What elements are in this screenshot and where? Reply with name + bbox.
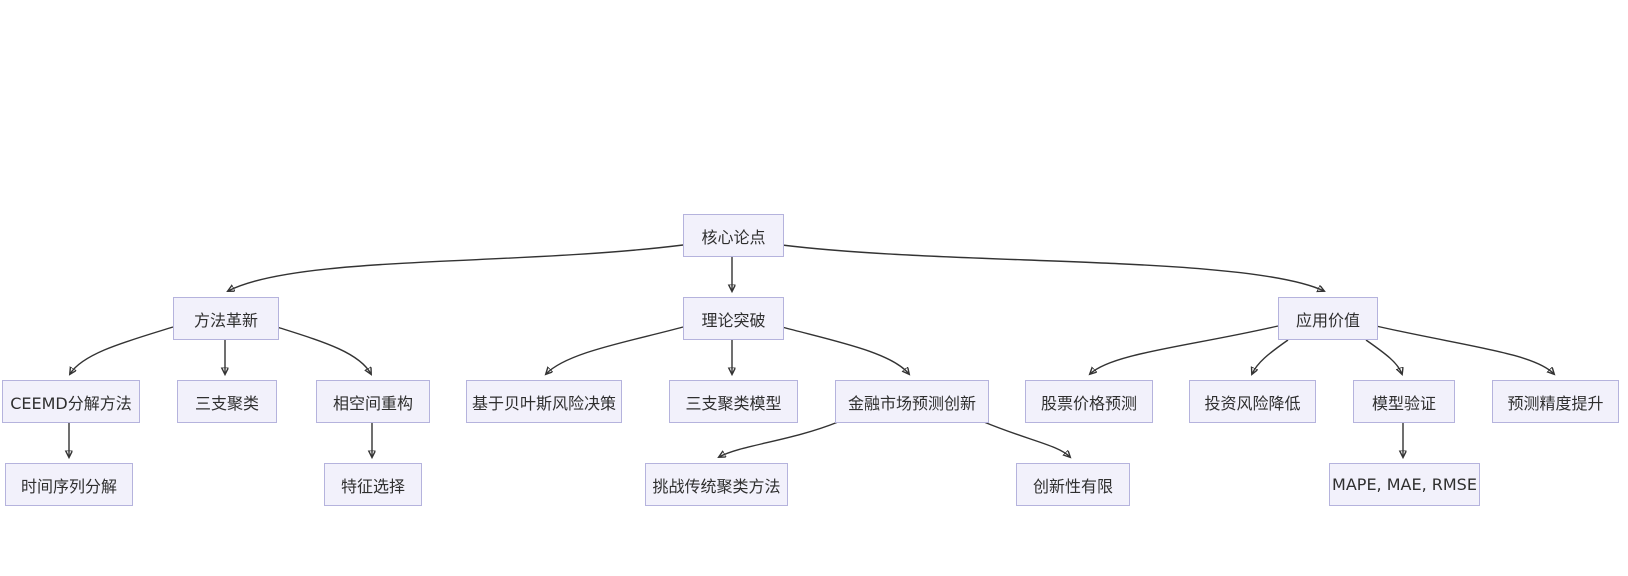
node-ceemd-method: CEEMD分解方法 <box>2 380 140 423</box>
node-forecast-accuracy: 预测精度提升 <box>1492 380 1619 423</box>
edge-market-to-challenge <box>719 421 839 457</box>
node-market-forecast-innovation: 金融市场预测创新 <box>835 380 989 423</box>
node-application-value: 应用价值 <box>1278 297 1378 340</box>
edge-application-to-validation <box>1365 339 1402 374</box>
node-core-thesis: 核心论点 <box>683 214 784 257</box>
edge-application-to-stock <box>1090 325 1279 374</box>
edge-method-to-phase-space <box>276 326 371 374</box>
node-three-way-model: 三支聚类模型 <box>669 380 798 423</box>
edge-market-to-limited <box>983 421 1070 457</box>
node-feature-selection: 特征选择 <box>324 463 422 506</box>
node-error-metrics: MAPE, MAE, RMSE <box>1329 463 1480 506</box>
edge-theory-to-bayes <box>546 326 684 374</box>
node-stock-price-prediction: 股票价格预测 <box>1025 380 1153 423</box>
node-investment-risk-reduction: 投资风险降低 <box>1189 380 1316 423</box>
node-three-way-clustering: 三支聚类 <box>177 380 277 423</box>
edge-method-to-ceemd <box>70 326 174 374</box>
node-model-validation: 模型验证 <box>1353 380 1455 423</box>
edge-application-to-accuracy <box>1375 325 1554 374</box>
edge-core-to-method <box>228 244 684 291</box>
node-challenge-traditional-clustering: 挑战传统聚类方法 <box>645 463 788 506</box>
node-method-innovation: 方法革新 <box>173 297 279 340</box>
edge-application-to-risk <box>1252 339 1289 374</box>
edge-theory-to-market-innovation <box>781 326 909 374</box>
node-phase-space-recon: 相空间重构 <box>316 380 430 423</box>
node-bayes-risk-decision: 基于贝叶斯风险决策 <box>466 380 622 423</box>
node-time-series-decomposition: 时间序列分解 <box>5 463 133 506</box>
node-theory-breakthrough: 理论突破 <box>683 297 784 340</box>
edge-core-to-application <box>781 244 1324 291</box>
node-limited-novelty: 创新性有限 <box>1016 463 1130 506</box>
